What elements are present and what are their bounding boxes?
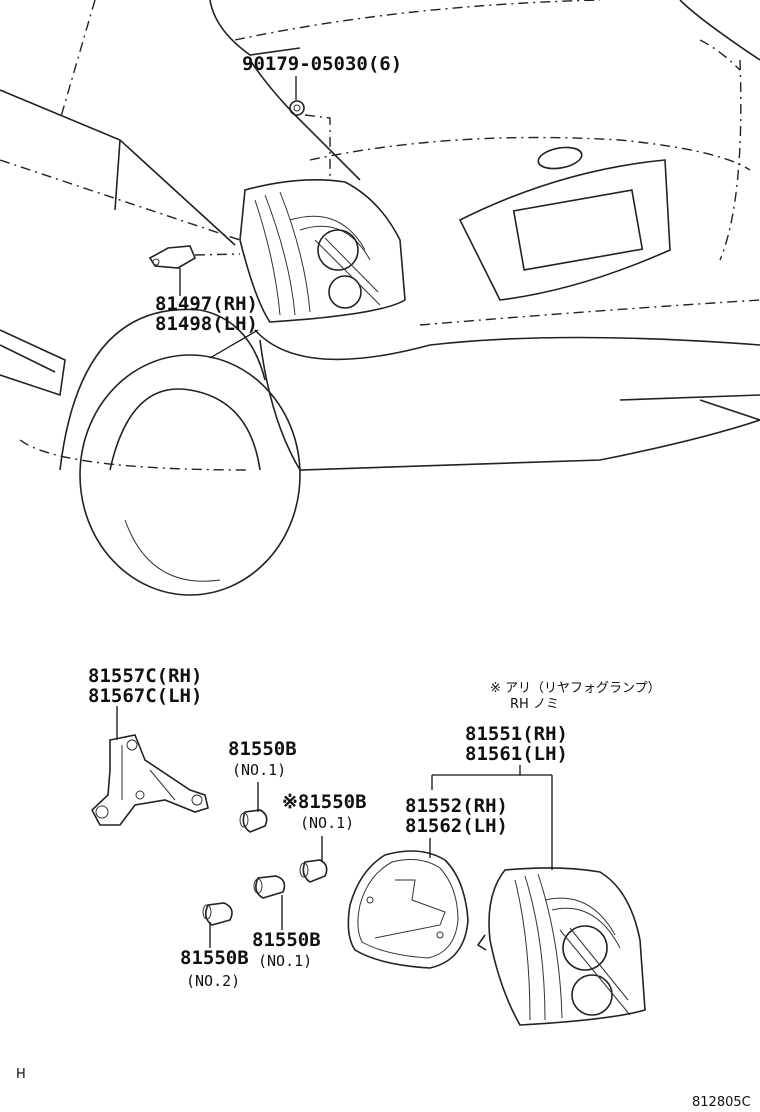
gasket-part [347, 850, 469, 969]
vehicle-rear-illustration [0, 0, 760, 596]
bulb-c-part [253, 875, 286, 930]
fog-lamp-note-line2: RH ノミ [510, 697, 559, 712]
bulb-b-part [299, 836, 328, 883]
gasket-rh-part-number: 81552(RH) [405, 795, 508, 817]
socket-rh-part-number: 81557C(RH) [88, 665, 202, 687]
footer-left-mark: H [16, 1067, 26, 1082]
bulb-d-quantity: (NO.2) [186, 972, 240, 990]
cover-lh-part-number: 81498(LH) [155, 313, 258, 335]
fog-lamp-note-line1: ※ アリ（リヤフォグランプ） [490, 681, 661, 696]
socket-lh-part-number: 81567C(LH) [88, 685, 202, 707]
gasket-lh-part-number: 81562(LH) [405, 815, 508, 837]
bulb-c-part-number: 81550B [252, 929, 321, 951]
lamp-lh-part-number: 81561(LH) [465, 743, 568, 765]
lamp-rh-part-number: 81551(RH) [465, 723, 568, 745]
screw-part-number: 90179-05030(6) [242, 53, 402, 75]
cover-clip-part [148, 245, 241, 296]
figure-code: 812805C [692, 1095, 751, 1110]
bulb-a-part-number: 81550B [228, 738, 297, 760]
bulb-b-quantity: (NO.1) [300, 814, 354, 832]
bulb-a-quantity: (NO.1) [232, 761, 286, 779]
bulb-d-part-number: 81550B [180, 947, 249, 969]
bulb-b-part-number: ※81550B [282, 791, 367, 813]
cover-rh-part-number: 81497(RH) [155, 293, 258, 315]
bulb-c-quantity: (NO.1) [258, 952, 312, 970]
socket-assembly-part [91, 734, 209, 826]
screw-part [289, 100, 331, 180]
lamp-assembly-part [476, 867, 646, 1026]
bulb-a-part [239, 782, 268, 833]
installed-tail-lamp [239, 179, 406, 323]
bulb-d-part [202, 902, 233, 948]
